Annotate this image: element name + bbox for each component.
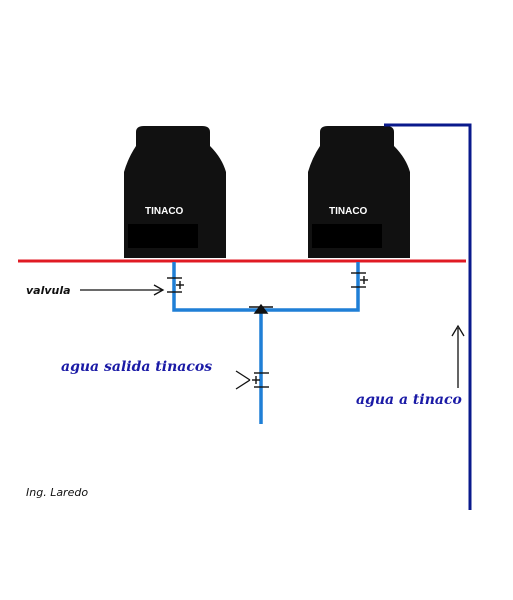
valve-outlet xyxy=(252,372,269,388)
outlet-label: agua salida tinacos xyxy=(61,359,213,375)
author-label: Ing. Laredo xyxy=(26,486,89,499)
tank-right xyxy=(308,126,410,258)
valve-left xyxy=(167,277,184,293)
valve-pointer-arrow xyxy=(80,284,165,296)
inlet-pipe xyxy=(384,123,472,510)
valve-right xyxy=(351,272,368,288)
valve-tee xyxy=(249,303,273,314)
inlet-arrow xyxy=(451,324,465,388)
tank-left-label: TINACO xyxy=(145,206,184,217)
tank-left xyxy=(124,126,226,258)
valve-label: valvula xyxy=(26,284,71,297)
outlet-pointer-arrow xyxy=(235,370,251,390)
tank-right-label: TINACO xyxy=(329,206,368,217)
inlet-label: agua a tinaco xyxy=(356,392,462,408)
outlet-pipes xyxy=(172,262,360,424)
